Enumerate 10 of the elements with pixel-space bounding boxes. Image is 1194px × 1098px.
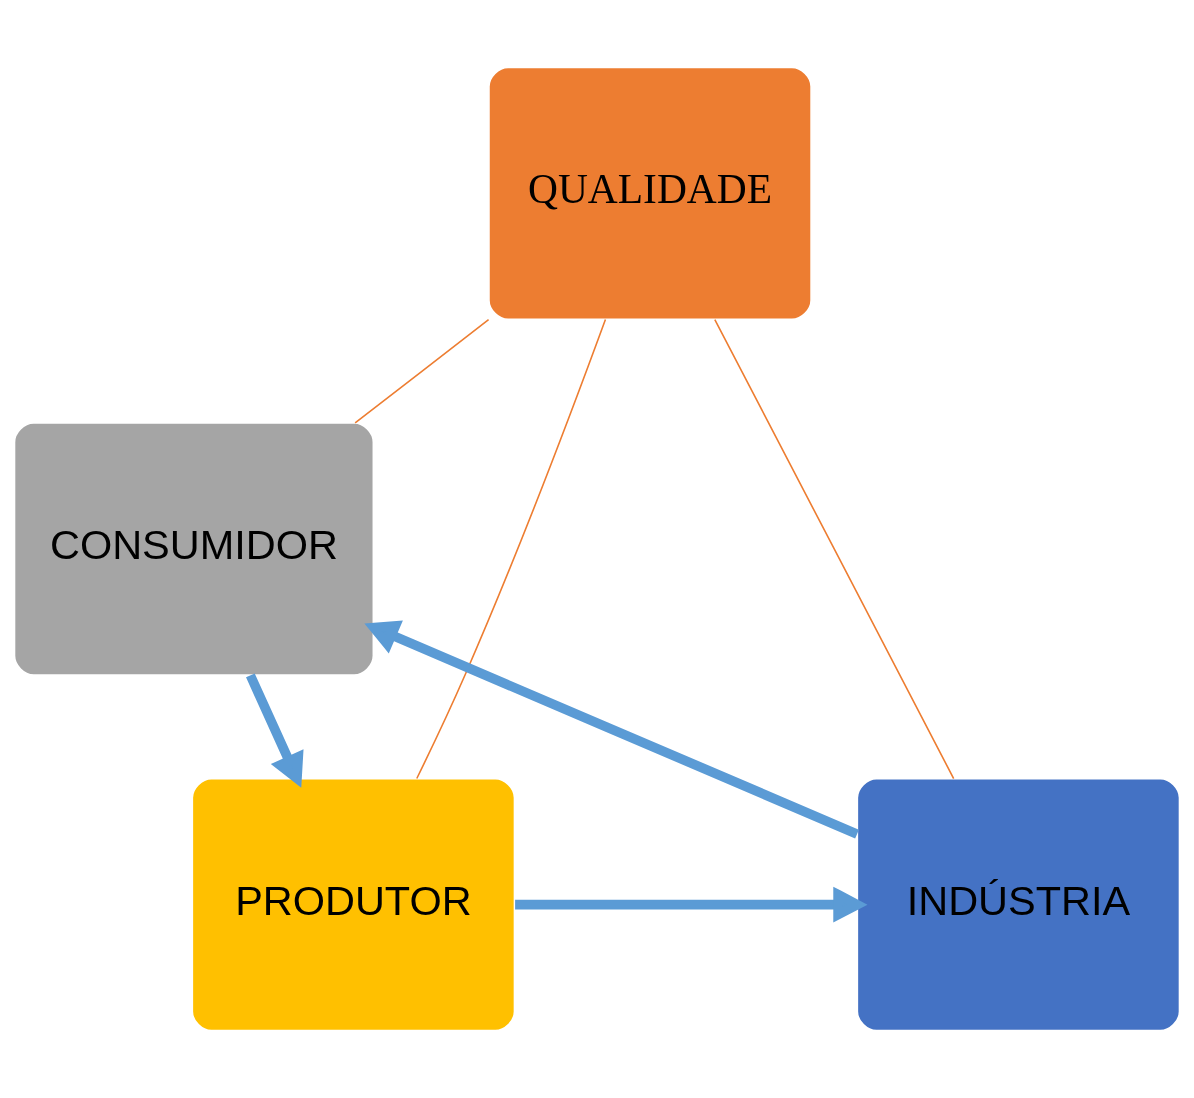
node-box: PRODUTOR bbox=[191, 777, 516, 1032]
arrow bbox=[515, 886, 868, 923]
node-box: INDÚSTRIA bbox=[856, 777, 1181, 1032]
connector bbox=[416, 318, 607, 780]
arrow bbox=[364, 620, 859, 839]
connector bbox=[354, 318, 490, 424]
node-box: QUALIDADE bbox=[488, 66, 812, 321]
connector bbox=[714, 318, 955, 780]
node-box: CONSUMIDOR bbox=[13, 422, 375, 676]
arrow bbox=[246, 673, 304, 788]
